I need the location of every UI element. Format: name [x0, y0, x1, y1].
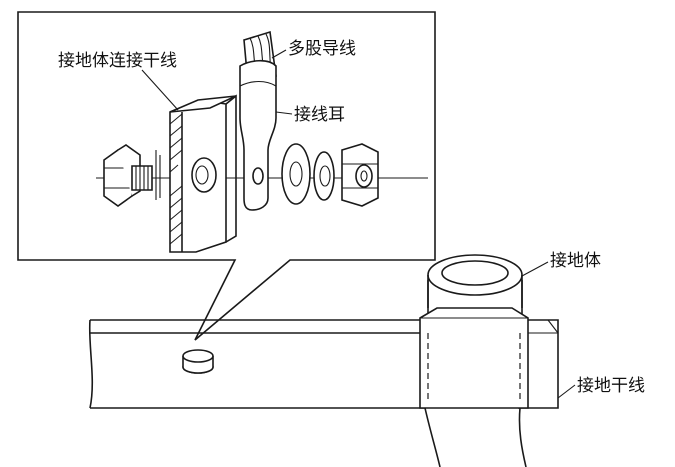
label-connector-bar: 接地体连接干线 [58, 51, 177, 71]
leader-cable-lug [275, 111, 293, 115]
label-cable-lug: 接线耳 [294, 105, 345, 125]
ground-main-bar [88, 319, 559, 409]
spring-washer [313, 151, 335, 201]
leader-lines [141, 49, 576, 399]
electrode-collar [419, 307, 529, 409]
hex-nut [341, 143, 379, 207]
cable-lug [239, 59, 277, 211]
ground-electrode-pipe [419, 254, 529, 467]
bolt-shank [131, 150, 161, 200]
leader-ground-electrode [521, 261, 549, 277]
label-ground-electrode: 接地体 [550, 251, 601, 271]
leader-ground-main [557, 384, 576, 399]
label-ground-main: 接地干线 [577, 376, 645, 396]
plate-hatch [169, 113, 183, 245]
electrode-rim-inner [441, 260, 509, 286]
bar-stud [182, 349, 214, 374]
bar-left-break [88, 319, 94, 409]
leader-stranded-wire [271, 49, 287, 59]
connector-plate [169, 94, 237, 253]
label-stranded-wire: 多股导线 [288, 39, 356, 59]
flat-washer [281, 143, 311, 205]
leader-connector-bar [141, 69, 179, 111]
